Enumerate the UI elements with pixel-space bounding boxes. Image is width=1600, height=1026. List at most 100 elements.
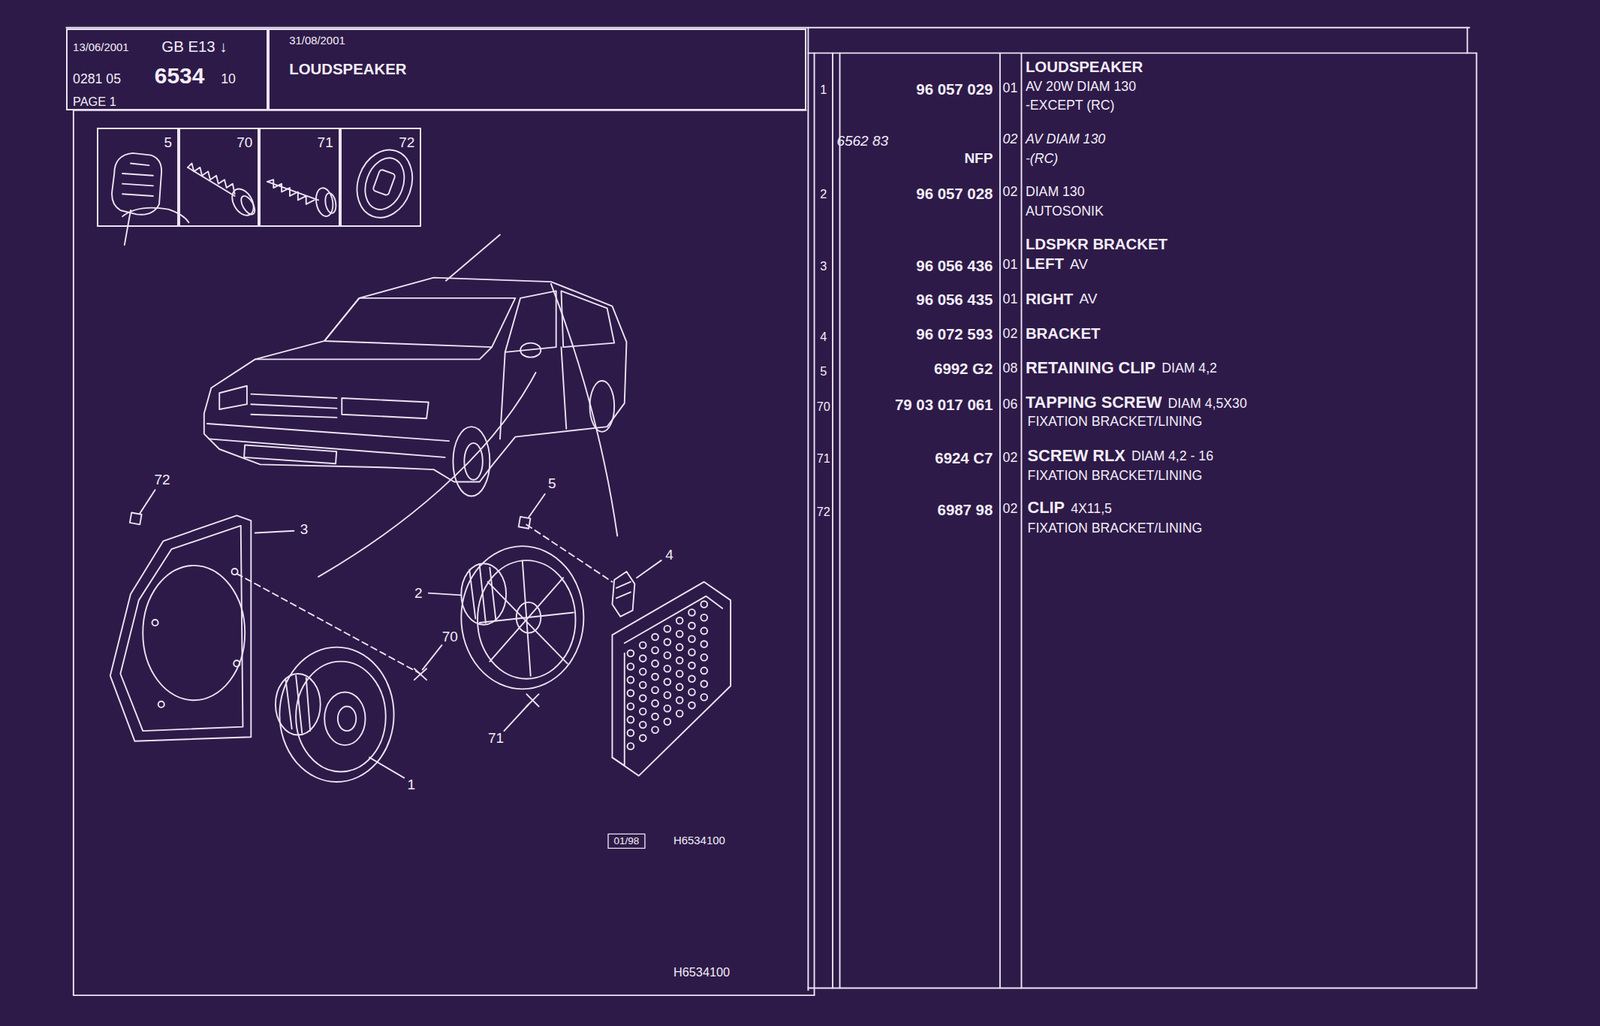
table-cell: 02: [1003, 500, 1019, 516]
callout-number: 4: [665, 546, 674, 564]
callout-number: 70: [236, 134, 253, 151]
table-cell: 01: [1003, 291, 1019, 307]
table-cell: 71: [816, 451, 831, 466]
table-cell: 72: [816, 504, 831, 519]
table-cell: -(RC): [1025, 150, 1058, 166]
table-cell: 5: [819, 364, 827, 379]
grille-hole: [676, 643, 684, 651]
table-cell: AV: [1069, 256, 1088, 273]
grille-hole: [627, 662, 635, 670]
grille-hole: [700, 653, 708, 661]
header-text: 31/08/2001: [289, 34, 346, 48]
table-cell: 4: [819, 329, 827, 344]
grille-hole: [676, 696, 684, 704]
grille-hole: [700, 667, 708, 675]
table-cell: 01: [1003, 256, 1019, 272]
grille-hole: [663, 691, 671, 699]
grille-hole: [639, 681, 647, 689]
table-cell: SCREW RLX: [1027, 446, 1126, 466]
grille-hole: [688, 608, 696, 616]
table-cell: BRACKET: [1025, 325, 1101, 343]
grille-hole: [627, 742, 635, 750]
header-text: 6534: [154, 63, 205, 89]
inset-box: 71: [259, 127, 340, 227]
grille-holes: [627, 600, 709, 750]
grille-hole: [651, 673, 659, 681]
header-text: 0281 05: [72, 71, 121, 87]
grille-hole: [627, 689, 635, 697]
speaker-bracket: [110, 512, 252, 742]
table-cell: 6562 83: [836, 132, 889, 150]
grille-hole: [676, 656, 684, 664]
grille-hole: [688, 674, 696, 682]
grille-hole: [627, 649, 635, 657]
grille-hole: [688, 662, 696, 669]
table-cell: FIXATION BRACKET/LINING: [1027, 467, 1203, 483]
table-cell: NFP: [964, 150, 993, 167]
table-cell: DIAM 130: [1025, 183, 1085, 199]
inset-box: 70: [178, 127, 260, 227]
car-outline: [204, 235, 627, 577]
callout-number: 72: [154, 471, 171, 489]
table-cell: 02: [1003, 449, 1019, 465]
table-cell: 96 057 029: [916, 81, 993, 99]
drawing-ref: H6534100: [673, 834, 726, 847]
drawing-ref: H6534100: [673, 964, 730, 980]
header-text: LOUDSPEAKER: [289, 60, 407, 79]
grille-hole: [700, 640, 708, 648]
callout-number: 3: [300, 521, 309, 538]
grille-hole: [688, 688, 696, 696]
table-cell: FIXATION BRACKET/LINING: [1027, 413, 1203, 429]
header-text: 10: [220, 71, 236, 87]
header-text: 13/06/2001: [72, 41, 130, 55]
grille-hole: [639, 641, 647, 649]
grille-hole: [639, 668, 647, 675]
table-cell: AV 20W DIAM 130: [1025, 78, 1136, 94]
grille-hole: [688, 648, 696, 656]
table-cell: 79 03 017 061: [894, 396, 993, 414]
grille-hole: [700, 627, 708, 635]
grille-hole: [663, 718, 671, 726]
grille-hole: [676, 670, 684, 678]
table-cell: 96 056 436: [916, 257, 993, 275]
table-cell: 06: [1003, 396, 1019, 412]
table-cell: DIAM 4,2: [1161, 360, 1218, 376]
inset-icons: [111, 141, 422, 245]
table-cell: 6924 C7: [934, 449, 993, 468]
table-cell: 02: [1003, 183, 1019, 199]
table-cell: 01: [1003, 80, 1019, 96]
table-cell: 3: [819, 259, 827, 274]
speaker-grille: [611, 581, 731, 776]
grille-hole: [663, 665, 671, 672]
table-cell: AV: [1079, 290, 1098, 308]
grille-hole: [639, 721, 647, 729]
table-cell: LOUDSPEAKER: [1025, 58, 1143, 76]
table-cell: RIGHT: [1025, 290, 1073, 308]
grille-hole: [663, 625, 671, 633]
header-box: 13/06/2001GB E13 ↓0281 05653410PAGE 1: [66, 28, 269, 111]
grille-hole: [700, 693, 708, 701]
table-cell: LEFT: [1025, 255, 1064, 273]
table-cell: 2: [819, 186, 827, 202]
grille-hole: [663, 678, 671, 686]
grille-hole: [676, 630, 684, 638]
grille-hole: [651, 686, 659, 694]
grille-hole: [676, 617, 684, 624]
table-cell: 70: [816, 399, 831, 414]
callout-number: 1: [406, 776, 416, 793]
inset-box: 5: [96, 127, 179, 227]
title-box: 31/08/2001LOUDSPEAKER: [268, 28, 806, 111]
callout-number: 5: [548, 475, 557, 492]
date-code: 01/98: [613, 834, 639, 847]
inset-box: 72: [340, 127, 422, 227]
table-cell: 6992 G2: [934, 360, 993, 378]
table-cell: CLIP: [1027, 498, 1065, 518]
grille-hole: [651, 713, 659, 721]
fixing-clip: [611, 571, 635, 617]
grille-hole: [700, 680, 708, 688]
table-cell: 4X11,5: [1070, 500, 1112, 516]
grille-hole: [700, 600, 708, 608]
grille-hole: [688, 622, 696, 630]
grille-hole: [651, 699, 659, 707]
